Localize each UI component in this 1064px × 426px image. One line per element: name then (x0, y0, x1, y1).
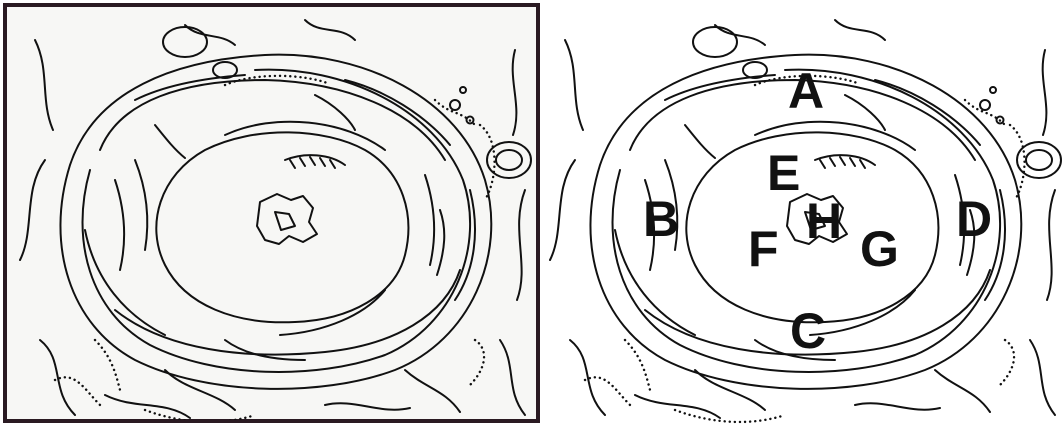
crater-label-h: H (806, 193, 842, 249)
crater-label-c: C (790, 303, 826, 359)
left-sketch-panel (3, 3, 540, 423)
crater-label-b: B (643, 191, 679, 247)
crater-label-g: G (860, 221, 899, 277)
crater-label-e: E (767, 145, 800, 201)
crater-label-a: A (788, 63, 824, 119)
crater-label-d: D (956, 191, 992, 247)
right-labeled-panel: A B C D E F G H (548, 18, 1063, 424)
crater-label-f: F (748, 221, 779, 277)
left-panel-frame (3, 3, 540, 423)
